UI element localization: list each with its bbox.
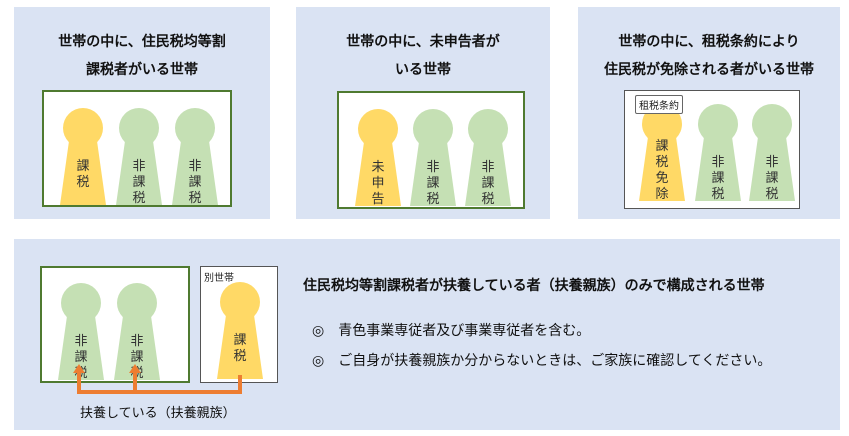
person-head bbox=[642, 104, 682, 144]
person-figure-dependent: 非 課 税 bbox=[110, 282, 164, 402]
panel-title-line-1: 世帯の中に、住民税均等割 bbox=[58, 34, 226, 50]
support-relation-label: 扶養している（扶養親族） bbox=[80, 406, 236, 421]
person-shape bbox=[695, 104, 741, 201]
person-figure-nontaxed: 非 課 税 bbox=[691, 103, 745, 223]
person-figure-nontaxed: 非 課 税 bbox=[112, 107, 166, 227]
person-label: 非 課 税 bbox=[481, 160, 495, 207]
person-body bbox=[116, 141, 162, 205]
person-body bbox=[114, 316, 160, 380]
person-body bbox=[172, 141, 218, 205]
person-label: 非 課 税 bbox=[765, 155, 779, 202]
person-head bbox=[117, 283, 157, 323]
person-figure-nontaxed: 非 課 税 bbox=[168, 107, 222, 227]
person-shape bbox=[749, 104, 795, 201]
person-head bbox=[220, 282, 260, 322]
person-label: 非 課 税 bbox=[132, 159, 146, 206]
panel-title-line-1: 世帯の中に、未申告者が bbox=[346, 34, 500, 50]
dependents-household-box: 非 課 税 非 課 税 bbox=[40, 266, 190, 383]
person-shape bbox=[60, 108, 106, 205]
person-shape bbox=[114, 283, 160, 380]
person-head bbox=[61, 283, 101, 323]
person-figure-nontaxed: 非 課 税 bbox=[406, 108, 460, 228]
person-head bbox=[63, 108, 103, 148]
person-figure-nontaxed: 非 課 税 bbox=[745, 103, 799, 223]
panel-title-line-2: 住民税が免除される者がいる世帯 bbox=[604, 62, 814, 78]
tax-treaty-tag: 租税条約 bbox=[635, 95, 683, 114]
person-shape bbox=[58, 283, 104, 380]
note-line-2: ◎ ご自身が扶養親族か分からないときは、ご家族に確認してください。 bbox=[312, 353, 772, 369]
note-line-1: ◎ 青色事業専従者及び事業専従者を含む。 bbox=[312, 323, 591, 339]
person-label: 課 税 bbox=[76, 159, 90, 190]
person-figure-taxed: 課 税 bbox=[56, 107, 110, 227]
person-label: 課 税 免 除 bbox=[655, 139, 669, 202]
person-body bbox=[58, 316, 104, 380]
person-label: 未 申 告 bbox=[371, 160, 385, 207]
household-box: 課 税 非 課 税 非 課 税 bbox=[42, 90, 232, 207]
panel-title-line-2: 課税者がいる世帯 bbox=[86, 62, 198, 78]
person-figure-taxpayer: 課 税 bbox=[213, 281, 267, 401]
person-body bbox=[639, 137, 685, 201]
panel-title-line-2: いる世帯 bbox=[395, 62, 451, 78]
person-figure-tax-exempt: 課 税 免 除 bbox=[635, 103, 689, 223]
person-body bbox=[410, 142, 456, 206]
person-shape bbox=[465, 109, 511, 206]
person-body bbox=[60, 141, 106, 205]
person-shape bbox=[172, 108, 218, 205]
person-label: 非 課 税 bbox=[711, 155, 725, 202]
person-shape bbox=[355, 109, 401, 206]
person-head bbox=[413, 109, 453, 149]
person-label: 非 課 税 bbox=[74, 334, 88, 381]
panel-tax-treaty-household: 世帯の中に、租税条約により 住民税が免除される者がいる世帯 課 税 免 除 非 … bbox=[578, 7, 840, 219]
person-figure-unreported: 未 申 告 bbox=[351, 108, 405, 228]
person-figure-nontaxed: 非 課 税 bbox=[461, 108, 515, 228]
separate-household-box: 別世帯 課 税 bbox=[200, 266, 278, 383]
panel-unreported-household: 世帯の中に、未申告者が いる世帯 未 申 告 非 課 税 非 課 税 bbox=[296, 7, 550, 219]
person-figure-dependent: 非 課 税 bbox=[54, 282, 108, 402]
panel-tax-payer-household: 世帯の中に、住民税均等割 課税者がいる世帯 課 税 非 課 税 非 課 税 bbox=[14, 7, 270, 219]
person-head bbox=[119, 108, 159, 148]
person-label: 非 課 税 bbox=[426, 160, 440, 207]
person-body bbox=[695, 137, 741, 201]
person-shape bbox=[639, 104, 685, 201]
person-label: 非 課 税 bbox=[130, 334, 144, 381]
person-body bbox=[749, 137, 795, 201]
household-box: 課 税 免 除 非 課 税 非 課 税 租税条約 bbox=[624, 90, 800, 209]
household-box: 未 申 告 非 課 税 非 課 税 bbox=[337, 91, 525, 209]
person-head bbox=[175, 108, 215, 148]
person-shape bbox=[116, 108, 162, 205]
person-body bbox=[355, 142, 401, 206]
separate-household-tag: 別世帯 bbox=[204, 273, 234, 284]
person-head bbox=[752, 104, 792, 144]
person-head bbox=[358, 109, 398, 149]
person-shape bbox=[217, 282, 263, 379]
person-body bbox=[217, 315, 263, 379]
person-body bbox=[465, 142, 511, 206]
person-label: 課 税 bbox=[233, 333, 247, 364]
dependents-heading: 住民税均等割課税者が扶養している者（扶養親族）のみで構成される世帯 bbox=[303, 278, 765, 294]
person-label: 非 課 税 bbox=[188, 159, 202, 206]
person-head bbox=[468, 109, 508, 149]
person-shape bbox=[410, 109, 456, 206]
person-head bbox=[698, 104, 738, 144]
panel-title-line-1: 世帯の中に、租税条約により bbox=[618, 34, 800, 50]
